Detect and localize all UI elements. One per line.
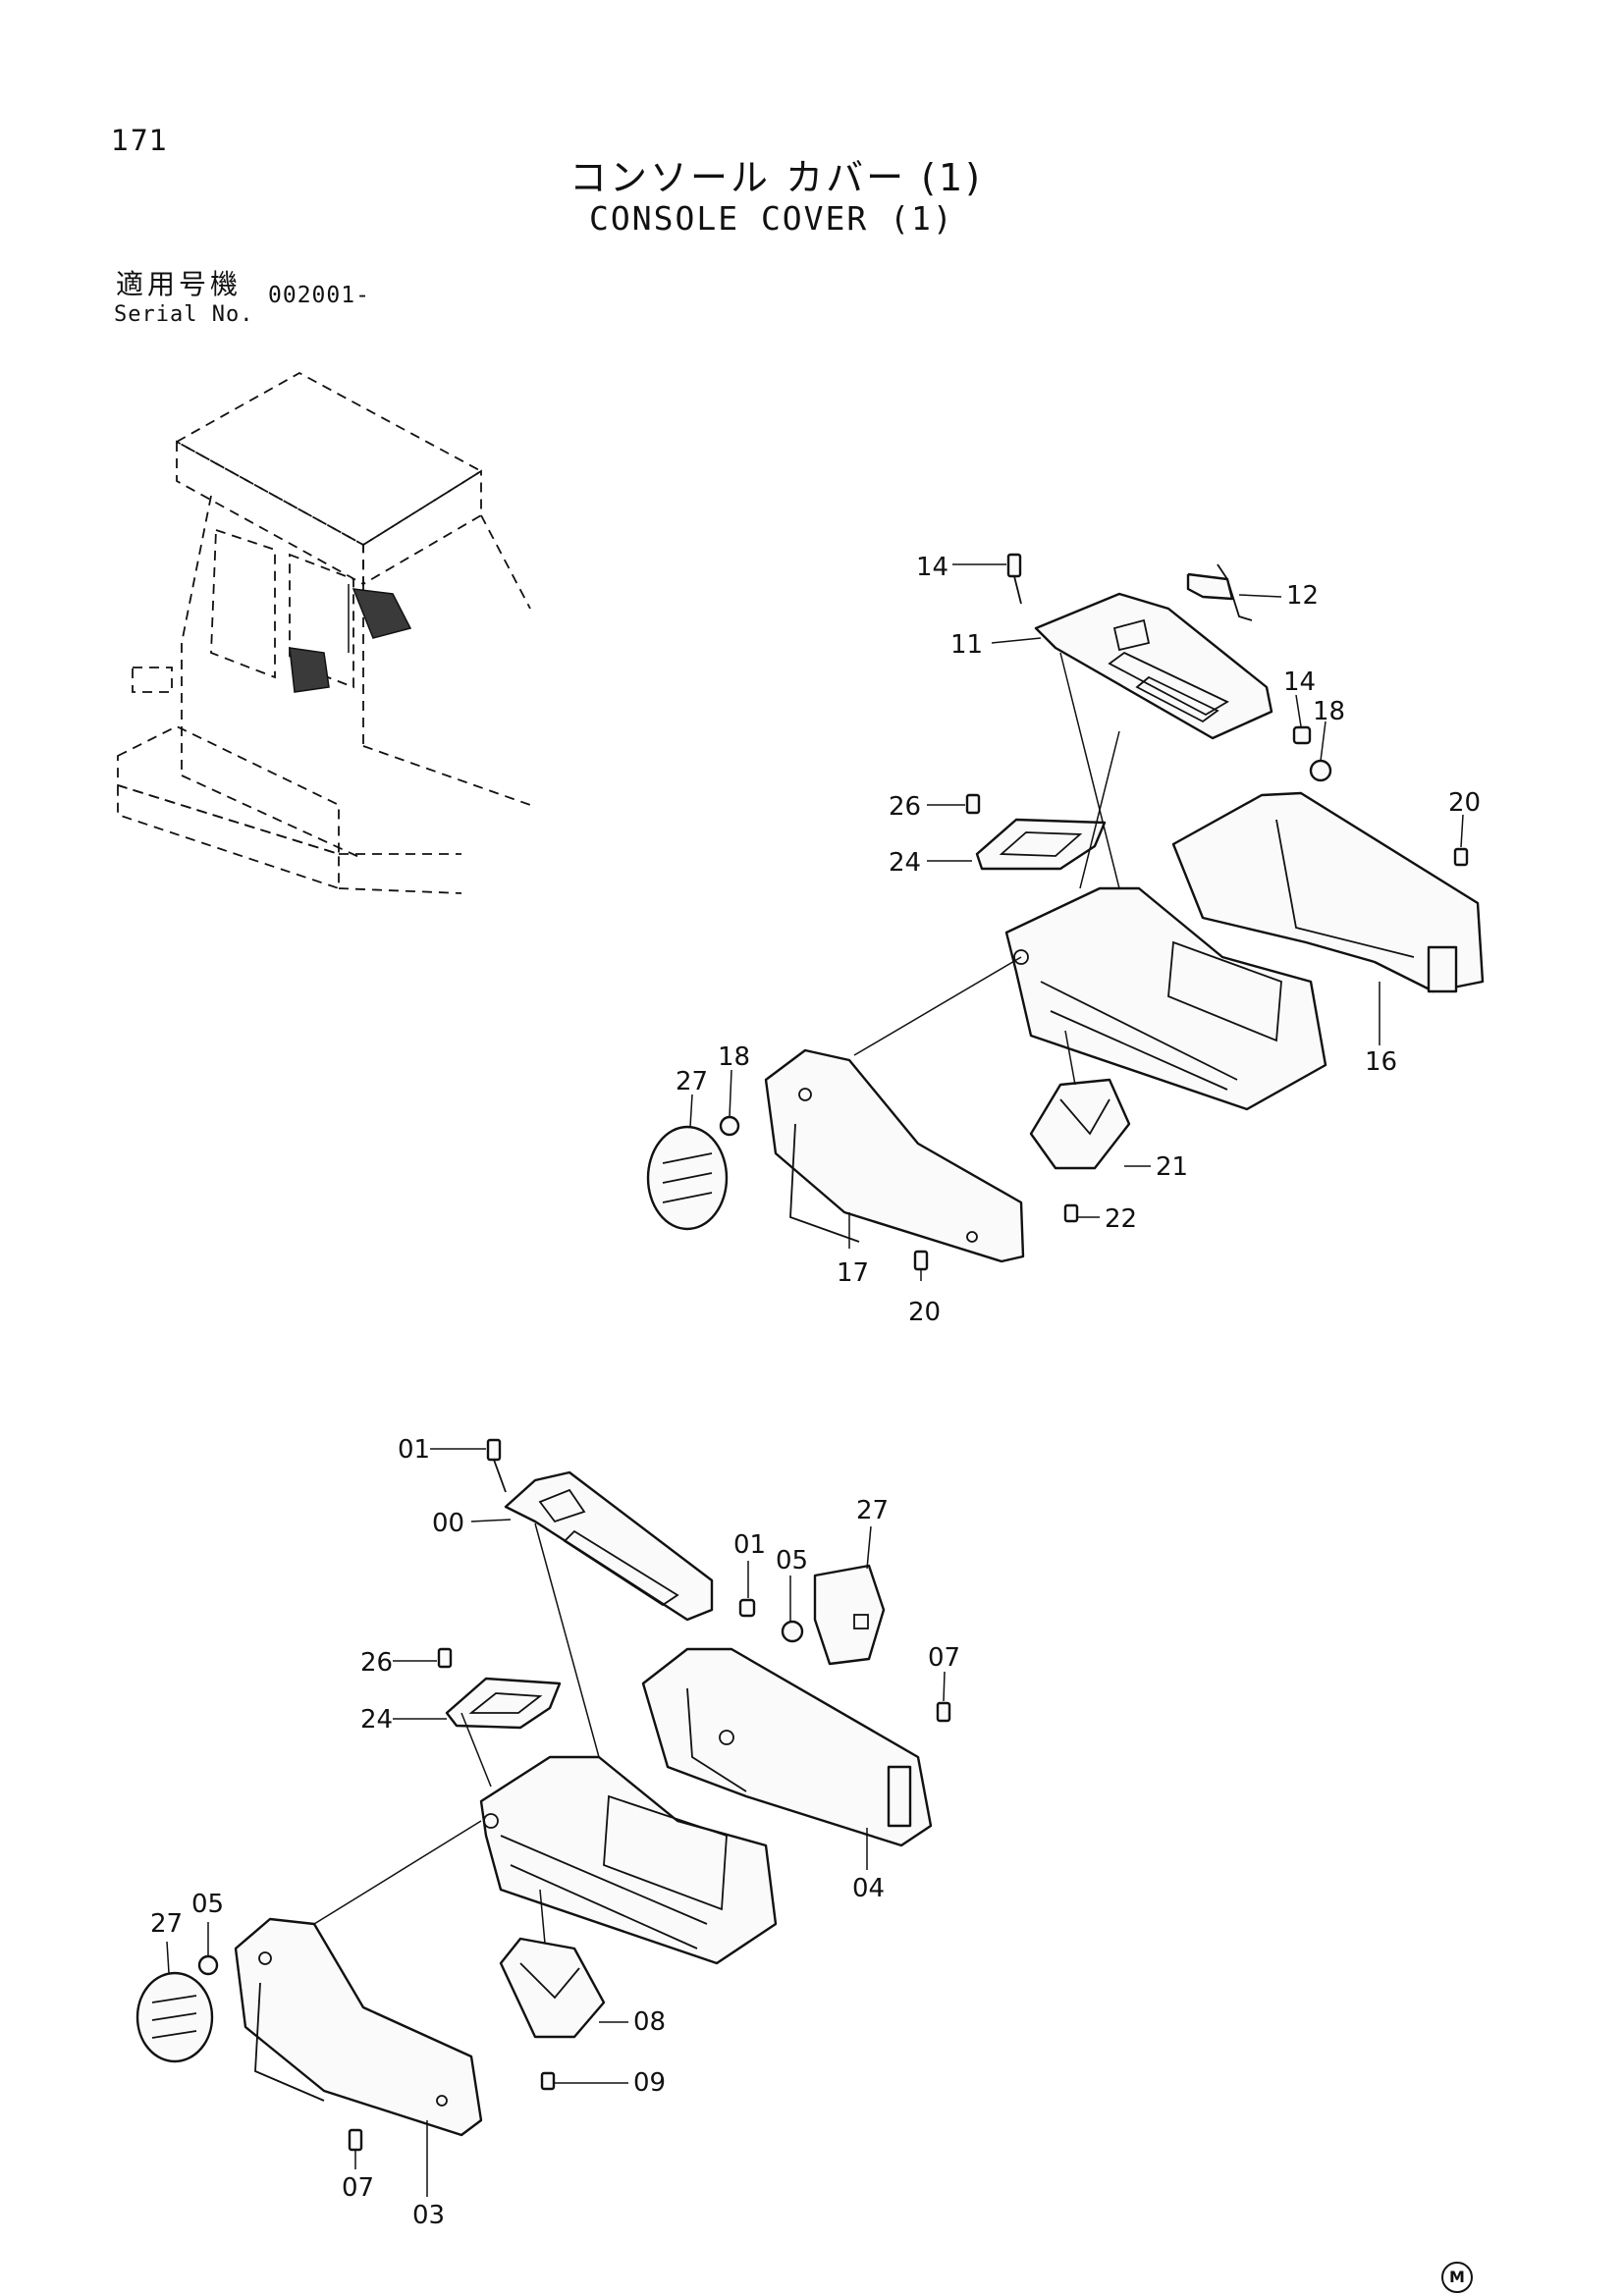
label-lower-03: 03: [412, 2201, 445, 2230]
label-lower-27-left: 27: [150, 1909, 183, 1939]
part-00-top-cover: [504, 1470, 714, 1622]
label-upper-24: 24: [889, 848, 921, 878]
label-lower-05-right: 05: [776, 1546, 808, 1575]
label-lower-08: 08: [633, 2007, 666, 2037]
label-lower-24: 24: [360, 1705, 393, 1735]
label-upper-14-right: 14: [1283, 667, 1316, 697]
title-english: CONSOLE COVER (1): [589, 199, 954, 238]
serial-number-value: 002001-: [268, 283, 370, 308]
label-upper-22: 22: [1105, 1204, 1137, 1234]
console-frame-lower: [479, 1755, 778, 1965]
cab-key-view: [117, 371, 531, 894]
part-04-right-cover: [641, 1647, 933, 1847]
label-lower-00: 00: [432, 1509, 464, 1538]
label-upper-20-bottom: 20: [908, 1298, 941, 1327]
label-upper-17: 17: [837, 1258, 869, 1288]
corner-mark: M: [1441, 2262, 1473, 2293]
part-27-lid-right: [813, 1564, 886, 1666]
label-upper-11: 11: [950, 630, 983, 660]
label-upper-12: 12: [1286, 581, 1319, 611]
part-24-boot-lower: [445, 1677, 562, 1730]
label-upper-27: 27: [676, 1067, 708, 1096]
label-upper-20-right: 20: [1448, 788, 1481, 818]
label-lower-04: 04: [852, 1874, 885, 1903]
part-12-bracket: [1186, 572, 1234, 601]
part-16-right-cover: [1171, 791, 1485, 993]
part-08-holder: [499, 1937, 606, 2039]
serial-label-english: Serial No.: [114, 302, 254, 327]
label-upper-21: 21: [1156, 1152, 1188, 1182]
label-upper-16: 16: [1365, 1047, 1397, 1077]
label-upper-14-top: 14: [916, 553, 948, 582]
part-17-left-cover: [764, 1048, 1025, 1263]
page-number: 171: [111, 124, 169, 157]
part-03-left-cover: [234, 1917, 483, 2137]
upper-assembly: 14 12 11 14 18 20 26 24 16 18 27 21 22 1…: [646, 553, 1485, 1327]
label-lower-01-right: 01: [733, 1530, 766, 1560]
part-24-boot: [975, 818, 1107, 871]
title-japanese: コンソール カバー (1): [569, 156, 983, 199]
label-upper-26: 26: [889, 792, 921, 822]
label-lower-05-left: 05: [191, 1890, 224, 1919]
lower-assembly: 01 00 01 05 27 26 24 07 04 27 05 08 09 0…: [135, 1435, 960, 2230]
part-21-holder: [1029, 1078, 1131, 1170]
serial-label-japanese: 適用号機: [116, 268, 243, 300]
label-lower-27-right: 27: [856, 1496, 889, 1525]
label-lower-26: 26: [360, 1648, 393, 1678]
label-lower-09: 09: [633, 2068, 666, 2098]
label-lower-07-bottom: 07: [342, 2173, 374, 2203]
label-upper-18-right: 18: [1313, 697, 1345, 726]
label-upper-18-left: 18: [718, 1042, 750, 1072]
label-lower-07-right: 07: [928, 1643, 960, 1673]
label-lower-01-top: 01: [398, 1435, 430, 1465]
